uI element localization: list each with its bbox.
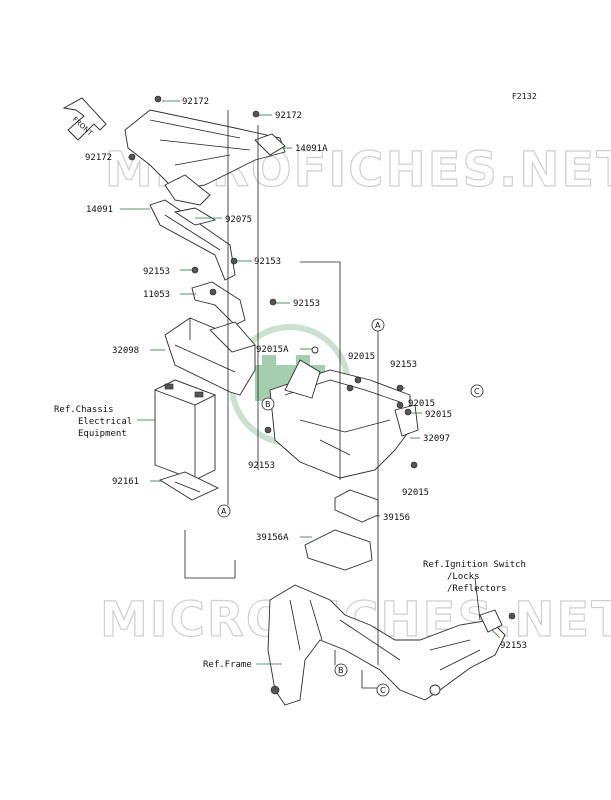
callout-a-bottom: A (217, 504, 231, 518)
part-label[interactable]: 92015 (425, 410, 452, 420)
callout-b-bottom-label: B (338, 666, 344, 675)
bracket-14091 (149, 199, 236, 281)
part-label[interactable]: 92161 (112, 477, 139, 487)
ref-ignition-line1[interactable]: Ref.Ignition Switch (423, 560, 526, 570)
ref-chassis-line3[interactable]: Equipment (78, 429, 127, 439)
callout-c-right: C (470, 384, 484, 398)
part-label[interactable]: 39156 (383, 513, 410, 523)
bracket-11053 (191, 281, 246, 326)
front-arrow-icon: FRONT (62, 97, 107, 141)
part-label[interactable]: 92075 (225, 215, 252, 225)
tray-32098 (164, 317, 256, 396)
battery (153, 379, 217, 481)
callout-b-bottom: B (334, 663, 348, 677)
pad-92075 (173, 207, 217, 226)
ref-frame[interactable]: Ref.Frame (203, 660, 252, 670)
seat-cover-assembly (124, 109, 286, 206)
part-label[interactable]: 92172 (85, 153, 112, 163)
pad-92161 (158, 471, 220, 501)
part-label[interactable]: 92153 (500, 641, 527, 651)
part-label[interactable]: 92153 (390, 360, 417, 370)
callout-b-left-label: B (265, 400, 271, 409)
diagram-code: F2132 (512, 92, 537, 101)
ref-chassis-line1[interactable]: Ref.Chassis (54, 405, 114, 415)
part-label[interactable]: 92172 (182, 97, 209, 107)
callout-b-left: B (261, 397, 275, 411)
part-label[interactable]: 92172 (275, 111, 302, 121)
fasteners (128, 95, 516, 620)
callout-c-bottom: C (376, 683, 390, 697)
part-label[interactable]: 92015 (348, 352, 375, 362)
part-label[interactable]: 92153 (248, 461, 275, 471)
frame (267, 584, 506, 706)
callout-a-bottom-label: A (221, 507, 227, 516)
callout-a-top-label: A (375, 321, 381, 330)
part-label[interactable]: 92153 (143, 267, 170, 277)
part-label[interactable]: 14091A (295, 144, 328, 154)
ref-ignition-line2[interactable]: /Locks (447, 572, 480, 582)
part-label[interactable]: 32098 (112, 346, 139, 356)
ref-chassis-line2[interactable]: Electrical (78, 417, 132, 427)
part-label[interactable]: 92153 (254, 257, 281, 267)
part-label[interactable]: 92015 (408, 399, 435, 409)
part-label[interactable]: 39156A (256, 533, 289, 543)
part-label[interactable]: 11053 (143, 290, 170, 300)
part-label[interactable]: 14091 (86, 205, 113, 215)
plate-39156 (334, 489, 379, 523)
callout-c-right-label: C (474, 387, 480, 396)
callout-a-top: A (371, 318, 385, 332)
part-label[interactable]: 92015 (402, 488, 429, 498)
part-label[interactable]: 32097 (423, 434, 450, 444)
ref-ignition-line3[interactable]: /Reflectors (447, 584, 507, 594)
part-label[interactable]: 92015A (256, 345, 289, 355)
callout-c-bottom-label: C (380, 686, 386, 695)
battery-case-32097 (269, 359, 419, 479)
leader-lines (120, 100, 501, 689)
plate-39156A (304, 529, 373, 571)
part-label[interactable]: 92153 (293, 299, 320, 309)
